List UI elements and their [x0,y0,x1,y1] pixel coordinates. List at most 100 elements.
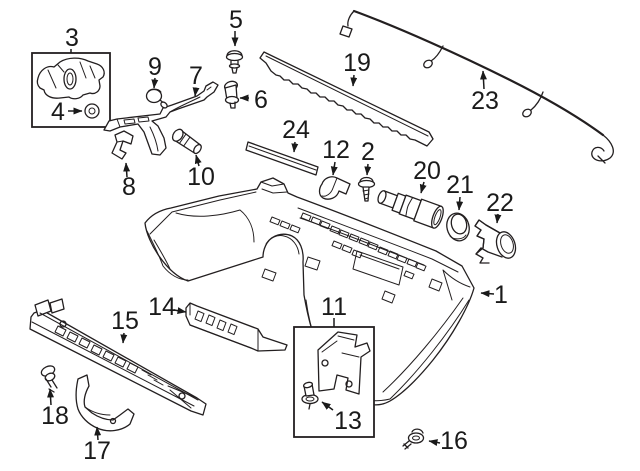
callout-8-label[interactable]: 8 [122,173,136,201]
part-5-tip [231,67,238,74]
callout-11-label[interactable]: 11 [321,293,347,321]
callout-8: 8 [122,162,136,201]
callout-19-label[interactable]: 19 [343,49,371,77]
part-11-bracket-detail [321,335,360,358]
callout-7: 7 [189,62,203,97]
callout-2-label[interactable]: 2 [361,138,375,166]
callout-15-arrow [120,332,128,344]
callout-23: 23 [471,70,499,115]
part-16-dome [411,428,424,434]
part-19-edge [265,55,434,140]
callout-14-arrow [173,307,187,315]
part-23-stub-1 [430,45,444,62]
callout-16: 16 [428,427,468,455]
part-10-knurl [179,133,191,147]
part-22-cup-inner [500,234,514,254]
part-9-tip [160,101,168,109]
part-23-stub-2 [530,91,544,111]
callout-15-label[interactable]: 15 [111,307,139,335]
part-12-clip [318,176,351,200]
part-15-slots [54,325,139,374]
part-6-tip [229,101,236,109]
part-16-shank [402,440,412,450]
bumper-license-recess [352,250,404,286]
part-23-connector-2 [522,108,532,118]
callout-22-arrow [494,213,502,224]
part-24-strip [245,141,319,176]
callout-12: 12 [322,136,350,176]
callout-7-label[interactable]: 7 [189,62,203,90]
part-23-harness [339,9,614,164]
part-15-hatch [141,369,164,386]
part-20-lens [431,205,444,229]
callout-2: 2 [361,138,375,176]
callout-6-label[interactable]: 6 [254,86,268,114]
callout-3-label[interactable]: 3 [65,24,79,52]
callout-4-label[interactable]: 4 [51,98,65,126]
part-15-flange-lines [31,312,199,407]
part-21-outer [446,212,470,242]
callout-7-arrow [192,87,200,97]
callout-18-label[interactable]: 18 [41,402,69,430]
part-15-end-tabs [34,298,65,317]
callout-18-arrow [47,388,55,406]
callout-10: 10 [187,154,215,191]
callout-2-arrow [364,163,372,176]
callout-11: 11 [321,293,347,327]
part-3-bracket-slot-inner [66,72,74,86]
bumper-step-lines [260,181,288,194]
callout-18: 18 [41,388,69,430]
part-6-flange [224,95,240,105]
callout-23-label[interactable]: 23 [471,87,499,115]
callout-9-label[interactable]: 9 [148,53,162,81]
part-10-bolt [171,128,202,155]
callout-22-label[interactable]: 22 [486,189,514,217]
bumper-lower-creases [305,297,470,402]
callout-5-label[interactable]: 5 [229,6,243,34]
callout-13-arrow [321,401,334,411]
callout-13-label[interactable]: 13 [334,407,362,435]
part-10-end [193,143,202,155]
part-11-hole-lower [345,380,353,388]
callout-1-label[interactable]: 1 [494,281,508,309]
callout-6: 6 [239,86,268,114]
callout-1: 1 [480,281,508,309]
callout-12-label[interactable]: 12 [322,136,350,164]
part-20-lens-inner [433,209,442,226]
callout-21-label[interactable]: 21 [446,171,474,199]
part-20-sensor [377,190,444,229]
callout-20-label[interactable]: 20 [413,157,441,185]
part-23-left-connector [339,25,353,38]
callout-16-arrow [428,439,441,446]
part-5-rim [225,52,244,62]
part-10-head [171,128,184,142]
part-8-outline [111,130,134,160]
callout-14-label[interactable]: 14 [148,293,176,321]
part-17-outline [75,374,135,432]
callout-17-label[interactable]: 17 [83,437,111,465]
callout-24-label[interactable]: 24 [282,116,310,144]
callout-24: 24 [282,116,310,153]
part-7-bracket [103,81,219,156]
part-8-bracket [111,130,134,160]
callout-10-label[interactable]: 10 [187,163,215,191]
part-11-bracket [317,331,371,395]
callout-19: 19 [343,49,371,87]
part-5-rib [228,63,241,69]
part-22-holder [474,219,517,264]
part-23-right-curl [591,134,614,164]
part-19-stiffener [259,51,434,147]
bumper-wheel-arch [265,235,300,255]
callout-5: 5 [229,6,243,47]
callout-19-arrow [350,74,358,87]
callout-9: 9 [148,53,162,89]
callout-15: 15 [111,307,139,344]
callout-8-arrow [123,162,131,178]
callout-16-label[interactable]: 16 [440,427,468,455]
part-2-threads [362,189,370,200]
part-15-outline [29,309,207,416]
part-12-fold [321,177,338,197]
callout-13: 13 [321,401,362,435]
